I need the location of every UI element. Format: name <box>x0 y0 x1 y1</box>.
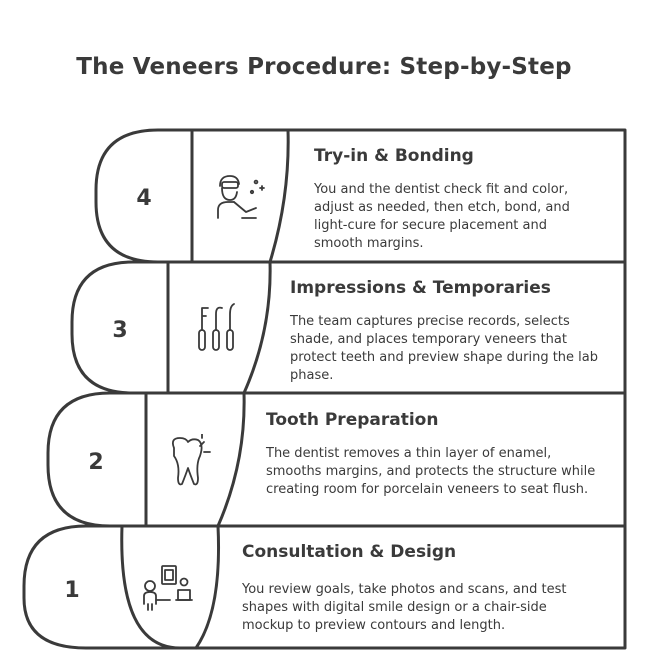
page-title: The Veneers Procedure: Step-by-Step <box>76 54 572 80</box>
step-1-panel <box>194 524 220 650</box>
row-2-box <box>216 391 627 528</box>
step-1-title: Consultation & Design <box>242 542 457 562</box>
step-2-outline <box>46 391 246 528</box>
consultation-icon <box>143 565 193 611</box>
step-4-outline <box>94 128 290 264</box>
dentist-icon <box>217 175 265 219</box>
step-3-description: The team captures precise records, selec… <box>290 314 598 383</box>
step-1-outline <box>22 524 627 650</box>
step-2-description: The dentist removes a thin layer of enam… <box>266 446 596 497</box>
step-3-outline <box>70 260 272 395</box>
step-3-number: 3 <box>112 318 128 343</box>
step-2-title: Tooth Preparation <box>266 410 439 430</box>
step-3-panel <box>242 260 272 395</box>
step-3-title: Impressions & Temporaries <box>290 278 551 298</box>
step-4-description: You and the dentist check fit and color,… <box>314 182 570 251</box>
step-4-panel <box>268 128 290 264</box>
step-1-description: You review goals, take photos and scans,… <box>242 582 567 633</box>
step-1-divider <box>120 524 182 650</box>
step-2-panel <box>216 391 246 528</box>
dental-tools-icon <box>198 303 235 351</box>
step-4-number: 4 <box>136 186 152 211</box>
step-4-title: Try-in & Bonding <box>314 146 474 166</box>
step-2-number: 2 <box>88 450 104 475</box>
step-1-number: 1 <box>64 578 80 603</box>
tooth-icon <box>171 434 211 486</box>
